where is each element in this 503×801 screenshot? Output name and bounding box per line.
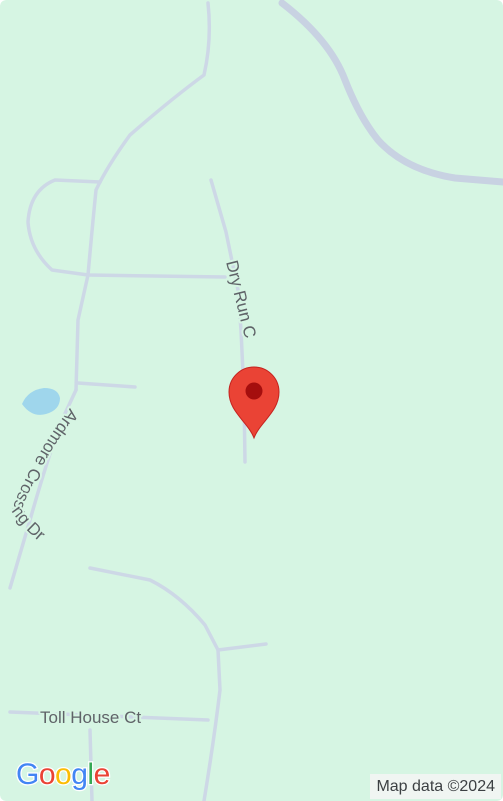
road-north — [74, 1, 212, 392]
pond — [22, 388, 60, 415]
road-branch — [216, 642, 268, 652]
map-pin-icon[interactable] — [228, 366, 280, 440]
google-logo-letter: e — [92, 757, 111, 793]
road-major — [278, 0, 503, 186]
road-stub — [76, 381, 137, 389]
road-south-stub — [88, 728, 94, 801]
google-logo-letter: l — [86, 757, 95, 793]
map-attribution[interactable]: Map data ©2024 — [370, 774, 501, 799]
google-logo-letter: g — [70, 757, 89, 793]
road-toll-house — [8, 710, 210, 722]
google-logo-letter: o — [38, 757, 57, 793]
road-ardmore-east — [88, 566, 222, 801]
road-ardmore — [8, 388, 78, 590]
google-logo-letter: o — [54, 757, 73, 793]
road-label-toll-house: Toll House Ct — [40, 708, 141, 727]
road-loop — [26, 178, 227, 279]
google-logo: Google — [15, 757, 112, 793]
google-logo-letter: G — [15, 757, 41, 793]
